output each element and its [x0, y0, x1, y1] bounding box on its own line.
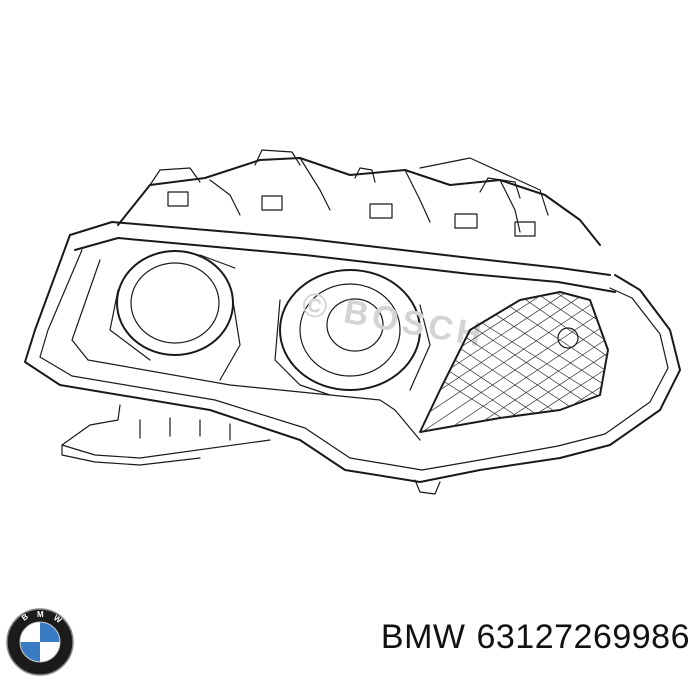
logo-letter-w: W — [52, 613, 64, 625]
housing-top — [117, 149, 601, 246]
outer-bezel — [24, 234, 681, 483]
watermark-text: © BOSCH — [299, 285, 488, 355]
housing-rim — [69, 221, 616, 293]
logo-letter-b: B — [20, 612, 30, 623]
bmw-roundel-icon: B M W — [4, 606, 76, 678]
bottom-bracket — [61, 404, 441, 495]
caption-make: BMW — [380, 618, 466, 656]
logo-letter-m: M — [37, 610, 44, 619]
projector-left — [109, 250, 241, 381]
headlight-line-art: © BOSCH — [24, 149, 681, 495]
caption-part-number: 63127269986 — [476, 618, 690, 656]
headlight-drawing: © BOSCH — [24, 149, 681, 495]
projector-right — [274, 269, 431, 396]
part-caption: BMW 63127269986 — [381, 618, 690, 657]
turn-signal — [419, 291, 609, 433]
